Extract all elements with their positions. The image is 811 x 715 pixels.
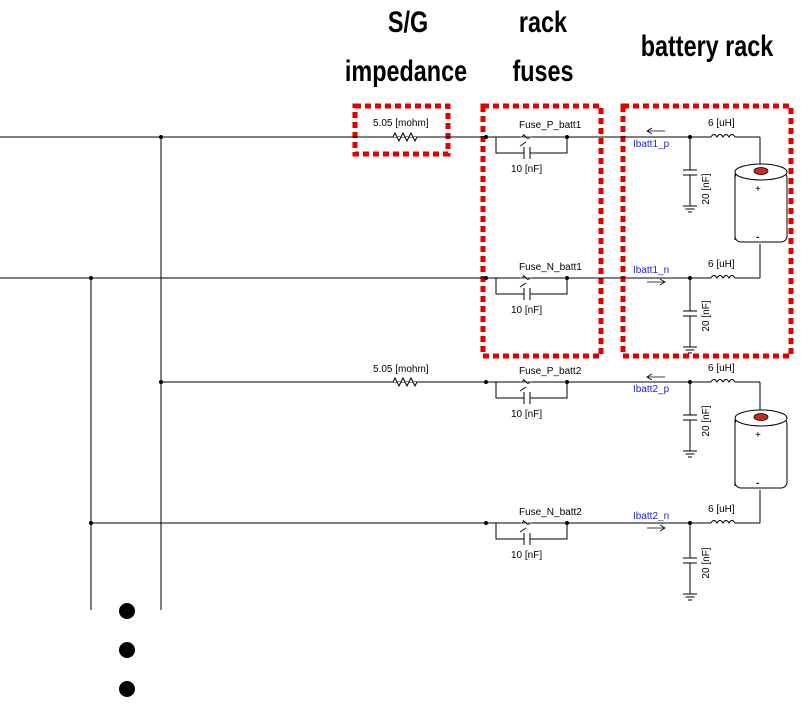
rack1-fuse-p <box>484 133 569 159</box>
rack1-current-n-label: Ibatt1_n <box>633 265 669 276</box>
rack-heading-line2: fuses <box>512 54 573 87</box>
rack2-fuse-n <box>484 519 569 545</box>
continuation-dot <box>119 603 135 619</box>
battery-rack-highlight <box>620 103 794 359</box>
rack2-inductor-n-label: 6 [uH] <box>708 504 735 515</box>
rack2-inductor-p-label: 6 [uH] <box>708 363 735 374</box>
rack1-fuse-n-cap-label: 10 [nF] <box>511 305 542 316</box>
rack2-fuse-n-cap-label: 10 [nF] <box>511 550 542 561</box>
rack1-impedance-label: 5.05 [mohm] <box>373 118 429 129</box>
junction-dot <box>89 521 93 525</box>
rack1-circuit: 5.05 [mohm] Fuse_P_batt1 10 [nF] <box>373 118 788 354</box>
svg-text:+: + <box>755 184 761 195</box>
rack1-fuse-p-label: Fuse_P_batt1 <box>519 120 582 131</box>
sg-impedance-highlight <box>352 103 451 157</box>
rack-fuses-highlight <box>480 103 604 359</box>
rack1-fuse-n-label: Fuse_N_batt1 <box>519 262 582 273</box>
sg-heading-line1: S/G <box>388 5 428 38</box>
rack1-inductor-p-label: 6 [uH] <box>708 118 735 129</box>
junction-dot <box>89 276 93 280</box>
rack1-fuse-n <box>484 274 569 300</box>
svg-text:-: - <box>756 232 759 243</box>
rack2-sg-resistor <box>392 376 418 388</box>
rack2-cap-p-label: 20 [nF] <box>701 405 712 436</box>
rack2-current-p-label: Ibatt2_p <box>633 384 670 395</box>
svg-text:-: - <box>756 478 759 489</box>
rack1-cap-n-label: 20 [nF] <box>701 300 712 331</box>
svg-text:+: + <box>755 430 761 441</box>
rack1-cap-p-label: 20 [nF] <box>701 173 712 204</box>
continuation-dot <box>119 642 135 658</box>
rack1-inductor-n-label: 6 [uH] <box>708 259 735 270</box>
rack1-current-p-label: Ibatt1_p <box>633 139 670 150</box>
rack1-fuse-p-cap-label: 10 [nF] <box>511 164 542 175</box>
rack2-fuse-n-label: Fuse_N_batt2 <box>519 507 582 518</box>
rack2-fuse-p-label: Fuse_P_batt2 <box>519 366 582 377</box>
rack2-current-n-label: Ibatt2_n <box>633 511 669 522</box>
rack2-fuse-p <box>484 378 569 404</box>
battery-rack-heading: battery rack <box>641 29 774 62</box>
rack2-impedance-label: 5.05 [mohm] <box>373 364 429 375</box>
junction-dot <box>159 135 163 139</box>
sg-heading-line2: impedance <box>345 54 467 87</box>
rack2-negative-leg <box>567 490 761 601</box>
rack-heading-line1: rack <box>519 5 567 38</box>
rack2-fuse-p-cap-label: 10 [nF] <box>511 409 542 420</box>
rack2-battery-icon: + - <box>734 409 788 489</box>
rack1-negative-leg <box>567 244 761 354</box>
junction-dot <box>159 380 163 384</box>
rack1-battery-icon: + - <box>734 163 788 243</box>
rack2-cap-n-label: 20 [nF] <box>701 547 712 578</box>
rack2-positive-leg <box>567 373 761 458</box>
continuation-dot <box>119 681 135 697</box>
rack1-sg-resistor <box>392 131 418 143</box>
rack2-circuit: 5.05 [mohm] Fuse_P_batt2 10 [nF] Fuse_N_ <box>373 363 788 601</box>
